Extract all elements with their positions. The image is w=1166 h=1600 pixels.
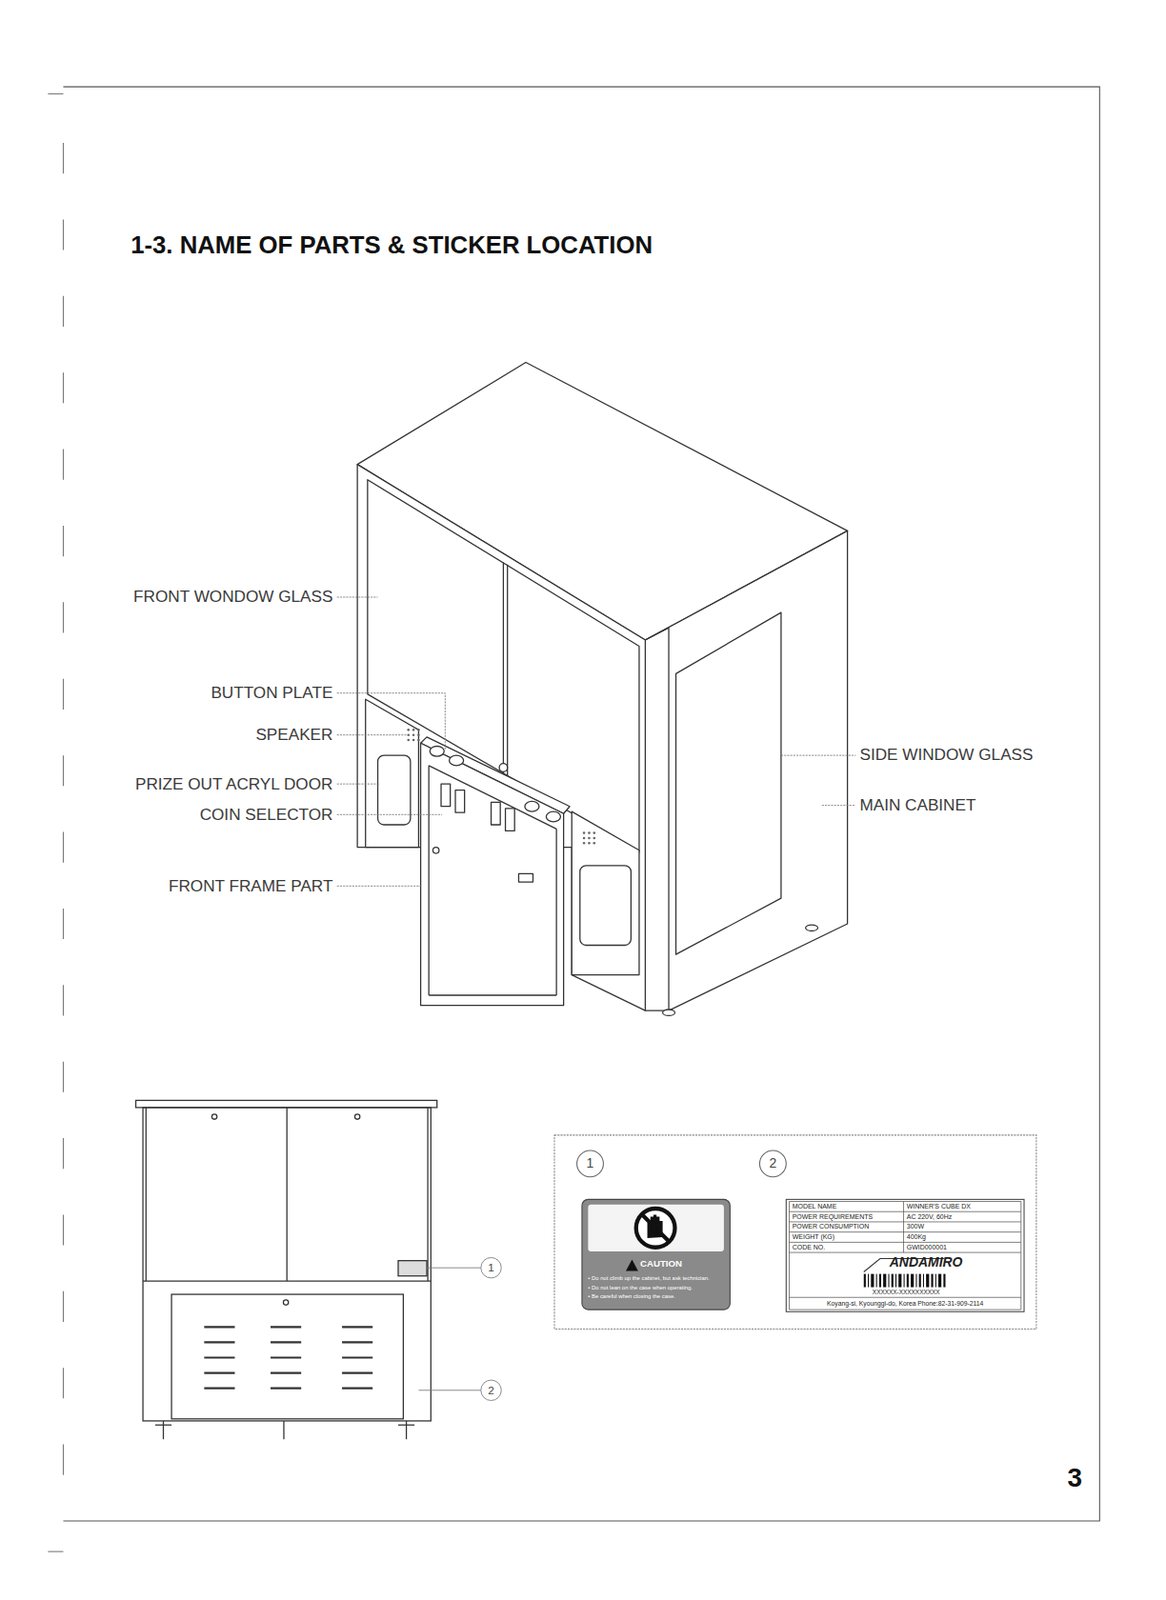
brand-logo: ANDAMIRO	[880, 1254, 972, 1271]
table-cell: GWID000001	[906, 1242, 1020, 1253]
page-number: 3	[1041, 1460, 1083, 1495]
table-cell: MODEL NAME	[792, 1202, 904, 1213]
part-label: FRONT FRAME PART	[26, 876, 334, 897]
table-cell: WINNER'S CUBE DX	[906, 1202, 1020, 1213]
table-cell: AC 220V, 60Hz	[906, 1211, 1020, 1223]
table-cell: WEIGHT (KG)	[792, 1232, 904, 1244]
caution-heading: CAUTION	[640, 1259, 702, 1272]
table-cell: POWER CONSUMPTION	[792, 1222, 904, 1233]
caution-text: • Do not climb up the cabinet, but ask t…	[587, 1274, 726, 1285]
table-cell: 400Kg	[906, 1232, 1020, 1244]
part-label: BUTTON PLATE	[26, 683, 334, 704]
part-label: SPEAKER	[26, 724, 334, 745]
table-cell: CODE NO.	[792, 1242, 904, 1253]
callout-number: 2	[481, 1380, 502, 1401]
table-cell: 300W	[906, 1222, 1020, 1233]
part-label: COIN SELECTOR	[26, 804, 334, 825]
part-label: SIDE WINDOW GLASS	[859, 744, 1085, 765]
page-title: 1-3. NAME OF PARTS & STICKER LOCATION	[130, 229, 845, 261]
caution-text: • Do not lean on the case when operating…	[587, 1283, 726, 1293]
part-label: MAIN CABINET	[859, 795, 1085, 816]
callout-number: 1	[580, 1153, 601, 1174]
part-label: PRIZE OUT ACRYL DOOR	[26, 773, 334, 794]
address-line: Koyang-si, Kyounggi-do, Korea Phone:82-3…	[789, 1298, 1022, 1310]
part-label: FRONT WONDOW GLASS	[26, 586, 334, 607]
table-cell: POWER REQUIREMENTS	[792, 1211, 904, 1223]
serial-number: XXXXXX-XXXXXXXXXX	[857, 1288, 955, 1299]
callout-number: 2	[763, 1153, 784, 1174]
callout-number: 1	[481, 1257, 502, 1278]
caution-text: • Be careful when closing the case.	[587, 1292, 726, 1303]
